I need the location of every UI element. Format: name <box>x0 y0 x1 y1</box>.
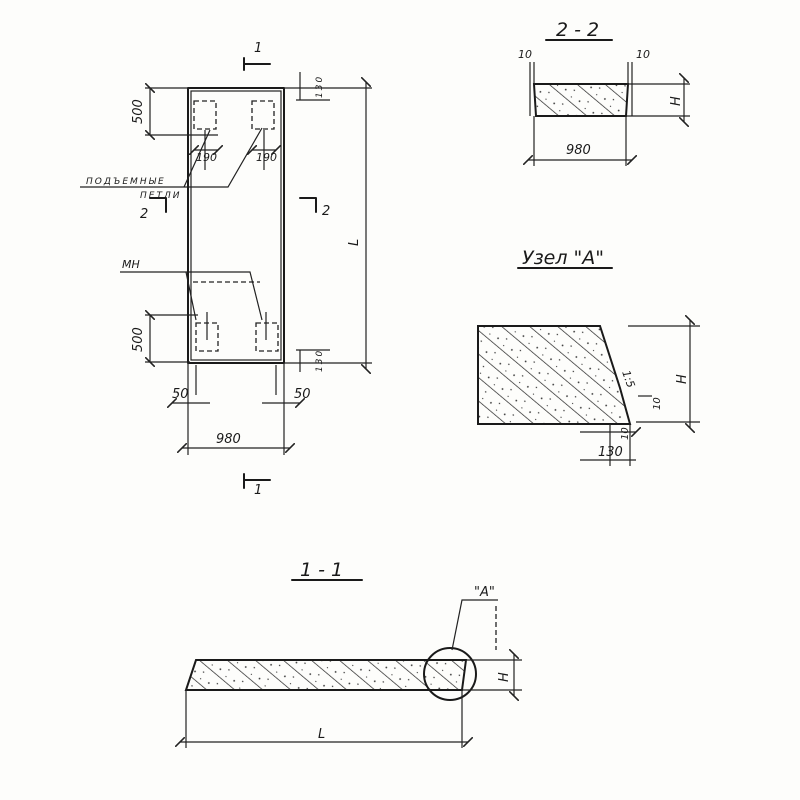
section-1-1-title: 1 - 1 <box>300 559 343 581</box>
dim-500-top: 500 <box>131 99 146 124</box>
node-a-dim-height: H <box>675 374 690 384</box>
section-2-2-dim-right: 10 <box>636 48 650 61</box>
section-label-1-top: 1 <box>254 41 262 56</box>
dim-130-bottom: 130 <box>315 349 325 372</box>
dim-500-bottom: 500 <box>131 327 146 352</box>
dim-length-l: L <box>347 239 362 246</box>
section-2-2-dim-height: H <box>669 96 684 106</box>
label-mesh: МН <box>122 258 140 271</box>
section-mark-2-right <box>299 197 317 213</box>
section-mark-2-left <box>149 197 167 213</box>
node-a-detail: Узел "А" H 1:5 10 10 130 <box>477 247 700 466</box>
lifting-loop-top-left <box>193 100 217 130</box>
section-1-1-dim-height: H <box>497 672 512 682</box>
section-2-2-dim-width: 980 <box>566 143 591 158</box>
slab-outline <box>187 87 285 364</box>
section-label-2-right: 2 <box>322 204 330 219</box>
section-2-2-hatch <box>532 83 630 117</box>
dim-190-right: 190 <box>256 151 277 164</box>
label-lifting-loops-2: ПЕТЛИ <box>140 191 181 201</box>
section-1-1-callout: "А" <box>474 585 495 600</box>
node-a-dim-bottom: 130 <box>598 445 623 460</box>
dim-130-top: 130 <box>315 75 325 98</box>
section-mark-1-bottom <box>243 473 271 489</box>
node-a-dim-small: 10 <box>652 397 663 410</box>
node-a-hatch <box>477 325 632 425</box>
node-a-dim-tip: 10 <box>620 427 631 440</box>
dim-50-left: 50 <box>172 387 189 402</box>
label-lifting-loops-1: ПОДЪЕМНЫЕ <box>86 177 166 187</box>
lifting-loop-bottom-right <box>255 322 279 352</box>
mesh-leader <box>120 271 263 321</box>
section-1-1: 1 - 1 "А" H L <box>180 559 522 748</box>
section-2-2-dim-left: 10 <box>518 48 532 61</box>
section-label-1-bottom: 1 <box>254 483 262 498</box>
dim-190-left: 190 <box>196 151 217 164</box>
section-2-2: 2 - 2 10 10 H 980 <box>518 19 690 166</box>
node-a-slope: 1:5 <box>619 369 637 390</box>
dim-50-right: 50 <box>294 387 311 402</box>
section-1-1-dim-length: L <box>318 727 325 742</box>
section-mark-1-top <box>243 57 271 71</box>
node-a-title: Узел "А" <box>522 247 604 269</box>
node-a-callout-circle <box>423 647 477 701</box>
lifting-loop-top-right <box>251 100 275 130</box>
section-label-2-left: 2 <box>140 207 148 222</box>
dim-width-980: 980 <box>216 432 241 447</box>
section-2-2-title: 2 - 2 <box>556 19 599 41</box>
plan-view: 1 1 2 2 980 L 500 500 130 130 190 190 50… <box>80 41 372 498</box>
